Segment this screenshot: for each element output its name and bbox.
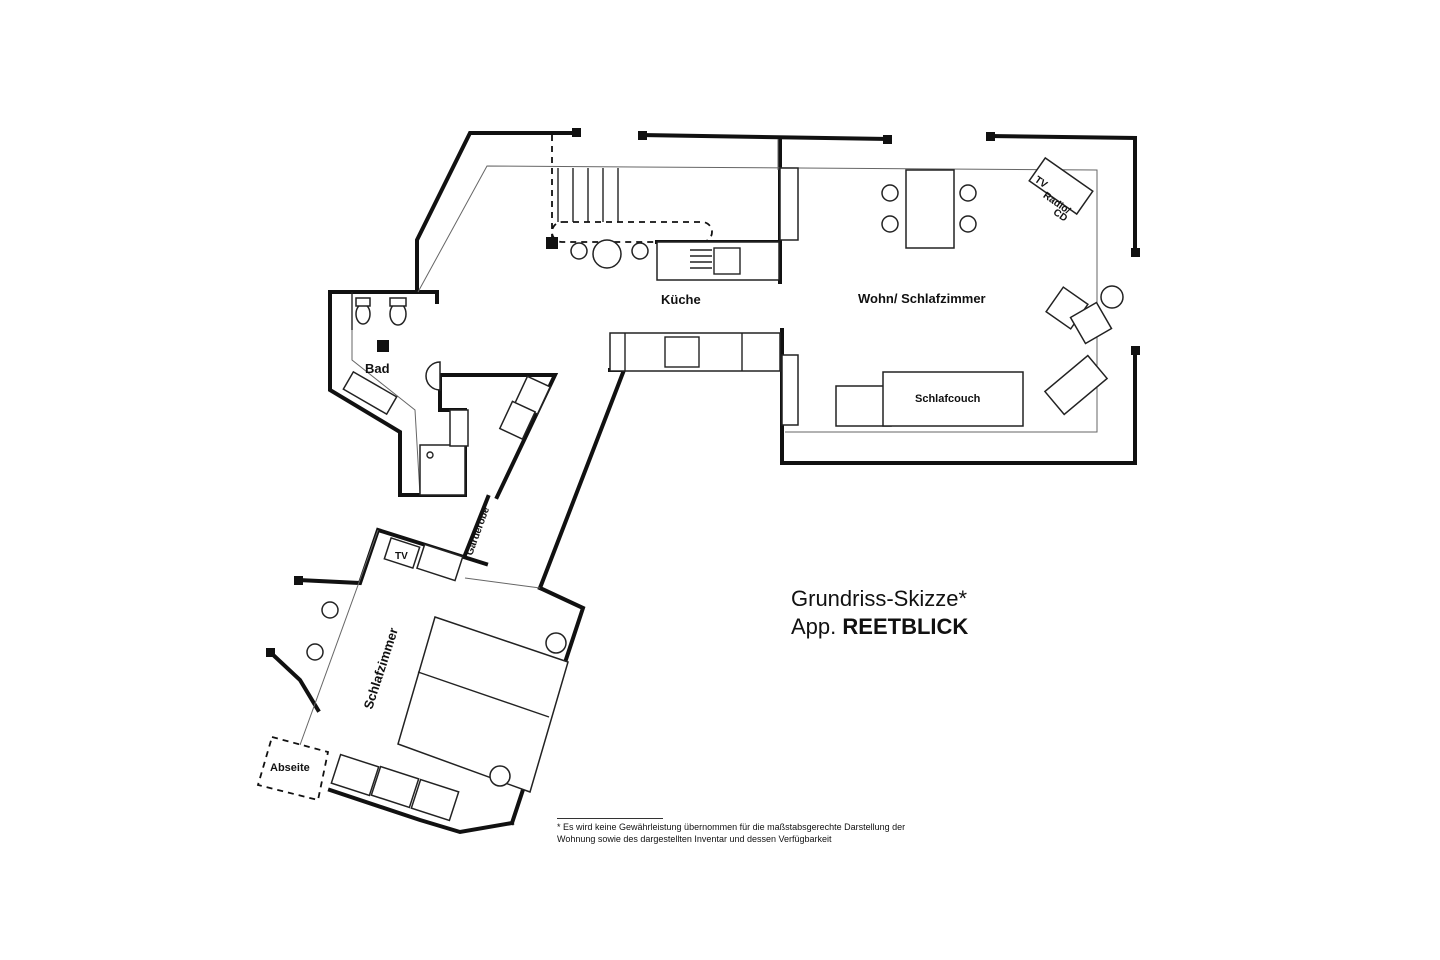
room-label-attic: Abseite <box>270 762 310 774</box>
room-label-bath: Bad <box>365 361 390 376</box>
staircase <box>551 135 713 243</box>
chair-icon <box>881 184 899 202</box>
tv-label: TV <box>395 551 408 562</box>
lamp-icon <box>321 601 339 619</box>
toilet-icon <box>355 303 371 325</box>
living-furniture <box>835 156 1124 427</box>
tv-icon <box>383 536 421 570</box>
kitchen-furniture <box>570 167 799 426</box>
room-label-wardrobe: Garderobe <box>464 505 492 557</box>
title-line1: Grundriss-Skizze* <box>791 586 968 611</box>
title-line2: App. REETBLICK <box>791 613 968 641</box>
tv-cabinet <box>1028 156 1094 216</box>
disclaimer-line2: Wohnung sowie des dargestellten Inventar… <box>557 834 832 844</box>
dining-table <box>905 169 955 249</box>
footnote-rule <box>557 818 663 819</box>
title-prefix: App. <box>791 614 837 639</box>
sofa-bed-label: Schlafcouch <box>915 393 981 405</box>
attic-area <box>256 735 330 802</box>
column-icon <box>377 340 389 352</box>
room-label-bedroom: Schlafzimmer <box>361 626 401 711</box>
walls <box>267 131 1138 835</box>
chair-icon <box>959 215 977 233</box>
disclaimer-line1: * Es wird keine Gewährleistung übernomme… <box>557 822 906 832</box>
bedroom-furniture <box>256 529 569 822</box>
column-icon <box>546 237 558 249</box>
disclaimer: * Es wird keine Gewährleistung übernomme… <box>557 818 997 845</box>
chair-icon <box>959 184 977 202</box>
wall-caps <box>266 128 1140 657</box>
washbasin-icon <box>425 361 441 391</box>
bed <box>397 616 569 793</box>
room-label-living: Wohn/ Schlafzimmer <box>858 291 986 306</box>
room-label-kitchen: Küche <box>661 292 701 307</box>
sofa-bed <box>882 371 1024 427</box>
bath-furniture <box>342 292 552 496</box>
apartment-name: REETBLICK <box>842 614 969 639</box>
chair-icon <box>881 215 899 233</box>
lamp-icon <box>306 643 324 661</box>
plan-title: Grundriss-Skizze* App. REETBLICK <box>791 585 968 641</box>
